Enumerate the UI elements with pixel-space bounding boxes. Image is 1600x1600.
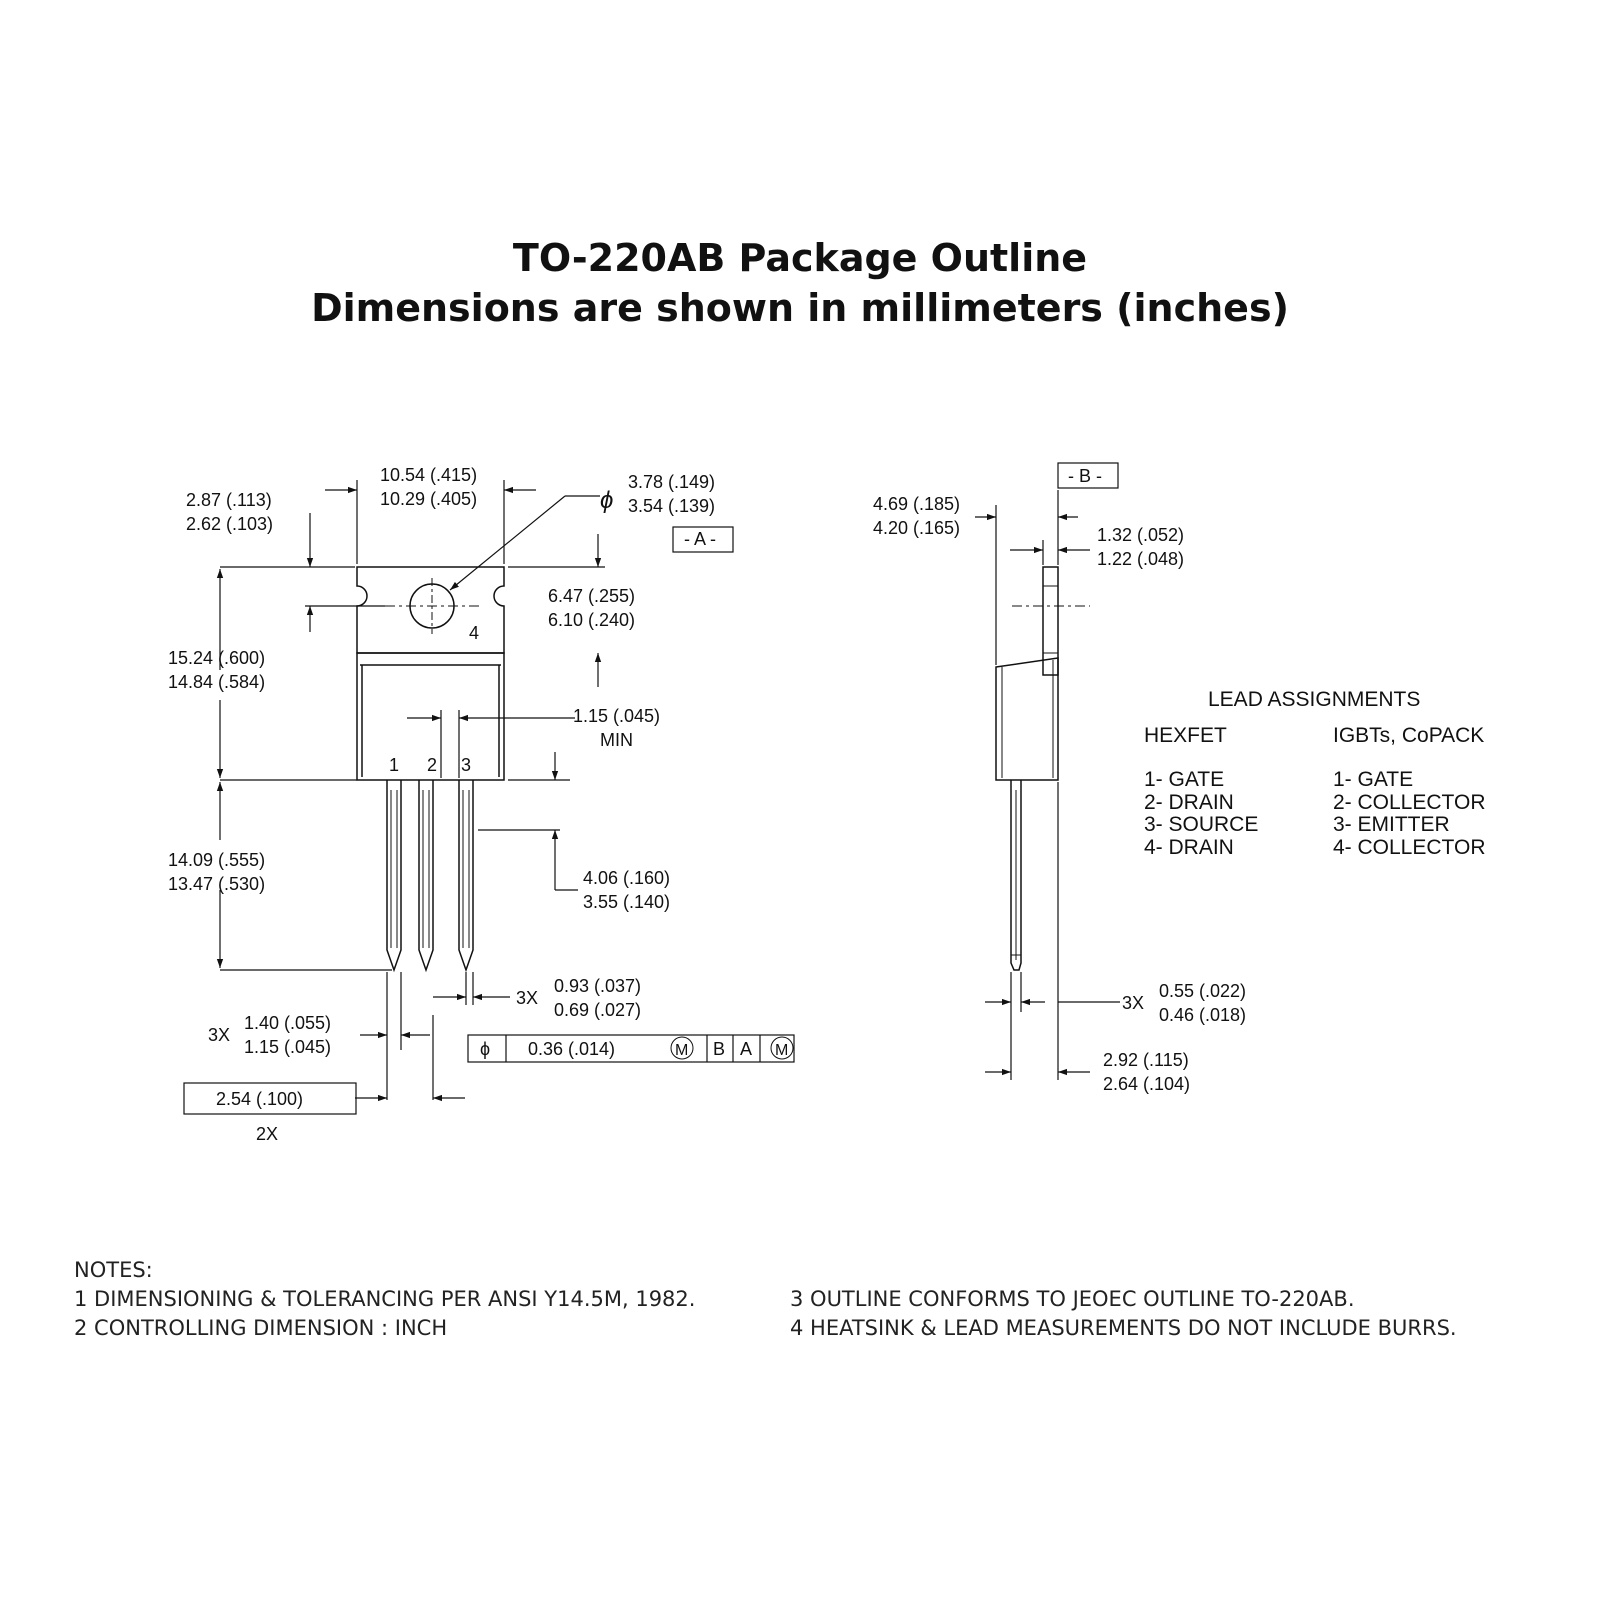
- hole-dim-min: 3.54 (.139): [628, 496, 715, 516]
- diameter-symbol: ϕ: [600, 487, 613, 514]
- lead-3: [458, 780, 474, 973]
- lead-width-dim-min: 0.69 (.027): [554, 1000, 641, 1020]
- lead-thick-dim-max: 1.40 (.055): [244, 1013, 331, 1033]
- thickness-dim-max: 4.69 (.185): [873, 494, 960, 514]
- pitch-dimension-box: 2.54 (.100) 2X: [183, 1082, 357, 1144]
- tolerance-frame-labels: ϕ 0.36 (.014) M B A M: [480, 1039, 788, 1059]
- lead-thick-count: 3X: [208, 1025, 230, 1045]
- hole-offset-dim-min: 6.10 (.240): [548, 610, 635, 630]
- lead-length-dim-max: 14.09 (.555): [168, 850, 265, 870]
- igbt-lead-3: 3- EMITTER: [1333, 813, 1450, 836]
- side-lead: [1010, 780, 1022, 971]
- width-dim-max: 10.54 (.415): [380, 465, 477, 485]
- tolerance-datum-a: A: [740, 1039, 752, 1059]
- heatsink-tab-outline: [356, 566, 505, 654]
- lead-offset-dim-max: 2.92 (.115): [1103, 1050, 1189, 1070]
- lead-assignments-heading: LEAD ASSIGNMENTS: [1208, 688, 1420, 711]
- lead-thickness-dim-min: 0.46 (.018): [1159, 1005, 1246, 1025]
- notes-right: 3 OUTLINE CONFORMS TO JEOEC OUTLINE TO-2…: [790, 1285, 1457, 1343]
- lead-gap-min-label: MIN: [600, 730, 633, 750]
- pin-3-label: 3: [461, 755, 471, 775]
- lead-width-dim-max: 0.93 (.037): [554, 976, 641, 996]
- page-title: TO-220AB Package Outline: [512, 236, 1088, 280]
- datum-a-box: [672, 526, 734, 553]
- body-height-dim-min: 14.84 (.584): [168, 672, 265, 692]
- datum-a-label: - A -: [684, 529, 716, 549]
- tolerance-mmc-2: M: [775, 1042, 788, 1059]
- front-view: [216, 480, 605, 1102]
- package-body: [356, 652, 505, 781]
- datum-b-label: - B -: [1068, 466, 1102, 486]
- pin-4-label: 4: [469, 623, 479, 643]
- lead-thickness-count: 3X: [1122, 993, 1144, 1013]
- tab-top-dim-min: 2.62 (.103): [186, 514, 273, 534]
- lead-shoulder-dim-min: 3.55 (.140): [583, 892, 670, 912]
- page-subtitle: Dimensions are shown in millimeters (inc…: [311, 286, 1289, 330]
- lead-thick-dim-min: 1.15 (.045): [244, 1037, 331, 1057]
- note-2: 2 CONTROLLING DIMENSION : INCH: [74, 1316, 448, 1340]
- tab-thickness-dim-max: 1.32 (.052): [1097, 525, 1184, 545]
- hole-dim-max: 3.78 (.149): [628, 472, 715, 492]
- pitch-dim-count: 2X: [256, 1124, 278, 1144]
- hole-offset-dim-max: 6.47 (.255): [548, 586, 635, 606]
- lead-2: [418, 780, 434, 973]
- side-view: [975, 490, 1120, 1080]
- note-3: 3 OUTLINE CONFORMS TO JEOEC OUTLINE TO-2…: [790, 1287, 1355, 1311]
- lead-width-count: 3X: [516, 988, 538, 1008]
- notes-heading: NOTES:: [74, 1258, 153, 1282]
- hexfet-lead-4: 4- DRAIN: [1144, 836, 1234, 859]
- front-view-labels: 10.54 (.415) 10.29 (.405) 2.87 (.113) 2.…: [168, 465, 716, 1057]
- igbt-header: IGBTs, CoPACK: [1333, 724, 1484, 747]
- lead-thickness-dim-max: 0.55 (.022): [1159, 981, 1246, 1001]
- side-view-labels: - B - 4.69 (.185) 4.20 (.165) 1.32 (.052…: [873, 466, 1246, 1094]
- notes-left: NOTES: 1 DIMENSIONING & TOLERANCING PER …: [74, 1256, 695, 1343]
- tolerance-position-symbol: ϕ: [480, 1039, 490, 1059]
- lead-gap-dim: 1.15 (.045): [573, 706, 660, 726]
- body-height-dim-max: 15.24 (.600): [168, 648, 265, 668]
- side-dimension-lines: [975, 490, 1120, 1080]
- pin-2-label: 2: [427, 755, 437, 775]
- hexfet-lead-3: 3- SOURCE: [1144, 813, 1258, 836]
- note-1: 1 DIMENSIONING & TOLERANCING PER ANSI Y1…: [74, 1287, 696, 1311]
- igbt-lead-2: 2- COLLECTOR: [1333, 791, 1486, 814]
- tab-thickness-dim-min: 1.22 (.048): [1097, 549, 1184, 569]
- hexfet-lead-2: 2- DRAIN: [1144, 791, 1234, 814]
- side-tab: [1042, 566, 1059, 676]
- pitch-dim-value: 2.54 (.100): [216, 1089, 303, 1109]
- tab-top-dim-max: 2.87 (.113): [186, 490, 272, 510]
- position-tolerance-frame: [467, 1034, 795, 1063]
- tolerance-value: 0.36 (.014): [528, 1039, 615, 1059]
- width-dim-min: 10.29 (.405): [380, 489, 477, 509]
- tolerance-datum-b: B: [713, 1039, 725, 1059]
- side-body: [995, 657, 1059, 781]
- note-4: 4 HEATSINK & LEAD MEASUREMENTS DO NOT IN…: [790, 1316, 1457, 1340]
- igbt-lead-4: 4- COLLECTOR: [1333, 836, 1486, 859]
- hexfet-lead-1: 1- GATE: [1144, 768, 1224, 791]
- hexfet-header: HEXFET: [1144, 724, 1227, 747]
- lead-1: [386, 780, 402, 973]
- tolerance-mmc-1: M: [675, 1042, 688, 1059]
- igbt-lead-1: 1- GATE: [1333, 768, 1413, 791]
- thickness-dim-min: 4.20 (.165): [873, 518, 960, 538]
- lead-length-dim-min: 13.47 (.530): [168, 874, 265, 894]
- pin-1-label: 1: [389, 755, 399, 775]
- datum-b-box: [1057, 462, 1119, 489]
- lead-shoulder-dim-max: 4.06 (.160): [583, 868, 670, 888]
- front-dimension-lines: [216, 480, 605, 1102]
- lead-assignments: LEAD ASSIGNMENTS HEXFET 1- GATE 2- DRAIN…: [1144, 688, 1486, 859]
- lead-offset-dim-min: 2.64 (.104): [1103, 1074, 1190, 1094]
